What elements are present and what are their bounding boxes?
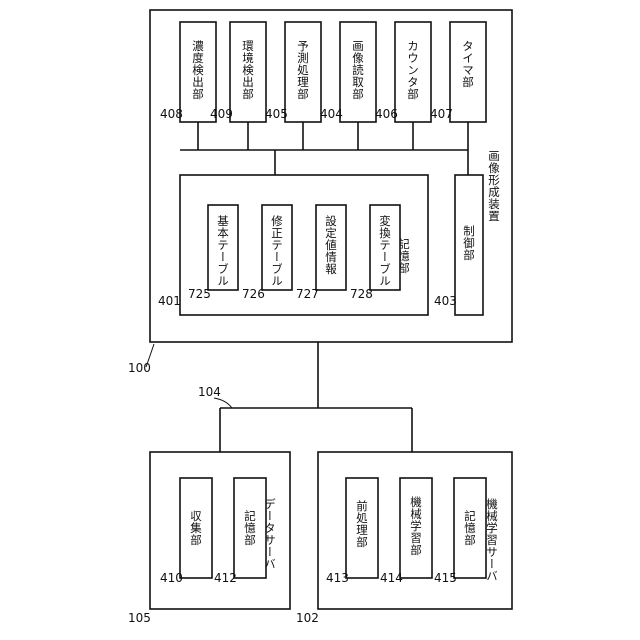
apparatus-title: 画像形成装置 (487, 150, 501, 222)
table-ref: 727 (296, 287, 319, 301)
unit-ref: 412 (214, 571, 237, 585)
unit-ref: 408 (160, 107, 183, 121)
ml-server-title: 機械学習サーバ (485, 497, 499, 582)
unit-ref: 407 (430, 107, 453, 121)
control-label: 制御部 (462, 225, 476, 261)
unit-label: 機械学習部 (409, 495, 423, 556)
unit-ref: 415 (434, 571, 457, 585)
network-ref: 104 (198, 385, 221, 399)
unit-label: タイマ部 (461, 40, 475, 88)
unit-label: カウンタ部 (406, 40, 420, 100)
table-ref: 725 (188, 287, 211, 301)
network-leader (214, 398, 232, 408)
unit-label: 記憶部 (243, 509, 257, 546)
unit-ref: 409 (210, 107, 233, 121)
storage-ref: 401 (158, 294, 181, 308)
unit-ref: 414 (380, 571, 403, 585)
unit-label: 記憶部 (463, 509, 477, 546)
table-ref: 728 (350, 287, 373, 301)
unit-label: 濃度検出部 (191, 39, 205, 100)
table-ref: 726 (242, 287, 265, 301)
unit-ref: 410 (160, 571, 183, 585)
unit-label: 収集部 (189, 510, 203, 546)
table-label: 変換テーブル (378, 214, 392, 287)
table-label: 設定値情報 (324, 214, 338, 275)
unit-ref: 405 (265, 107, 288, 121)
control-ref: 403 (434, 294, 457, 308)
data-server-ref: 105 (128, 611, 151, 625)
unit-ref: 404 (320, 107, 343, 121)
ml-server-ref: 102 (296, 611, 319, 625)
unit-label: 環境検出部 (241, 40, 255, 100)
table-label: 基本テーブル (216, 215, 230, 287)
unit-ref: 406 (375, 107, 398, 121)
unit-label: 前処理部 (355, 499, 369, 548)
unit-label: 予測処理部 (296, 40, 310, 100)
unit-ref: 413 (326, 571, 349, 585)
unit-label: 画像読取部 (351, 40, 365, 100)
table-label: 修正テーブル (270, 214, 284, 287)
